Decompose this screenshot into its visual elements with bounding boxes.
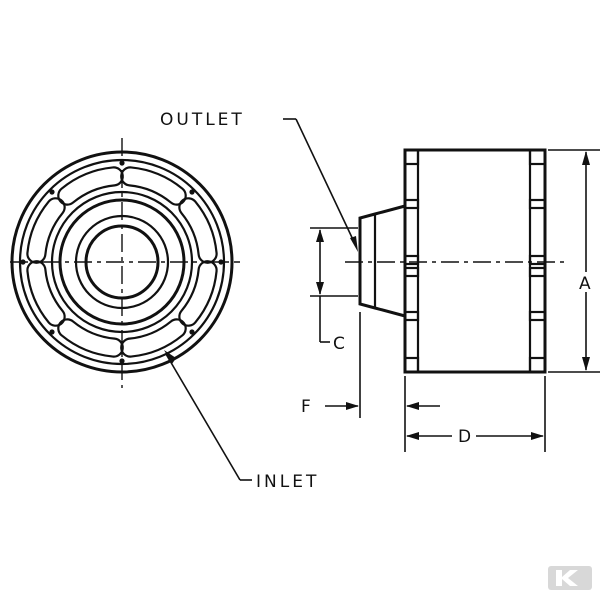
flange-rib [528, 266, 547, 278]
dimension-d: D [406, 376, 546, 452]
inlet-slot [178, 260, 218, 327]
inner-ring-outer-circle [50, 190, 194, 334]
inlet-slot [178, 197, 218, 264]
inlet-leader-line [165, 353, 241, 481]
inlet-slots [26, 166, 218, 358]
inlet-callout: INLET [164, 350, 319, 492]
flange-rib [403, 266, 420, 278]
outlet-label: OUTLET [160, 110, 245, 130]
rim-fastener-dot [119, 160, 125, 166]
flange-rib [528, 254, 547, 266]
dim-a-label: A [579, 274, 591, 294]
outer-rim-inner-circle [18, 158, 226, 366]
dim-d-arrow-right [531, 432, 544, 440]
flange-rib [528, 356, 547, 374]
flange-rib [403, 148, 420, 166]
inlet-slot [120, 166, 187, 206]
flange-rib [528, 148, 547, 166]
outer-rim-circle [10, 150, 234, 374]
dimension-f: F [301, 312, 440, 452]
inlet-slot [57, 166, 124, 206]
inlet-slot [57, 318, 124, 358]
dim-c-arrow-top [316, 229, 324, 242]
rim-fastener-dot [189, 189, 195, 195]
dim-a-arrow-top [582, 151, 590, 165]
outlet-callout: OUTLET [160, 110, 358, 252]
dimension-c: C [310, 227, 358, 354]
rim-fastener-dot [119, 358, 125, 364]
rim-fastener-dot [20, 259, 26, 265]
filter-body-outline [403, 148, 547, 374]
side-view [345, 148, 565, 374]
inner-ring-circle [58, 198, 186, 326]
k-logo-icon [548, 566, 592, 590]
rim-fastener-dot [49, 329, 55, 335]
outlet-leader-line [295, 118, 357, 247]
flange-rib [528, 310, 547, 322]
rim-fastener-dot [189, 329, 195, 335]
dim-f-arrow-left [346, 402, 359, 410]
dim-d-arrow-left [406, 432, 419, 440]
flange-rib [403, 198, 420, 210]
dim-c-label: C [333, 334, 345, 354]
inlet-arrowhead [164, 350, 176, 364]
outlet-tube-bore-circle [84, 224, 160, 300]
inlet-slot [120, 318, 187, 358]
inlet-slot [26, 197, 66, 264]
outlet-nozzle-outline [358, 204, 406, 318]
dim-d-label: D [458, 427, 471, 447]
flange-rib [528, 198, 547, 210]
inlet-slot [26, 260, 66, 327]
dim-c-arrow-bottom [316, 282, 324, 295]
dim-a-arrow-bottom [582, 357, 590, 371]
inlet-label: INLET [256, 472, 319, 492]
flange-rib [403, 254, 420, 266]
rim-fastener-dot [218, 259, 224, 265]
front-view [10, 138, 240, 388]
flange-rib [403, 310, 420, 322]
rim-fastener-dots [20, 160, 224, 364]
outlet-tube-outer-circle [74, 214, 170, 310]
dim-f-label: F [301, 397, 311, 417]
dim-f-arrow-right [406, 402, 419, 410]
flange-ribs [403, 148, 547, 374]
dimension-a: A [548, 149, 600, 373]
rim-fastener-dot [49, 189, 55, 195]
outlet-arrowhead [350, 236, 358, 252]
flange-rib [403, 356, 420, 374]
